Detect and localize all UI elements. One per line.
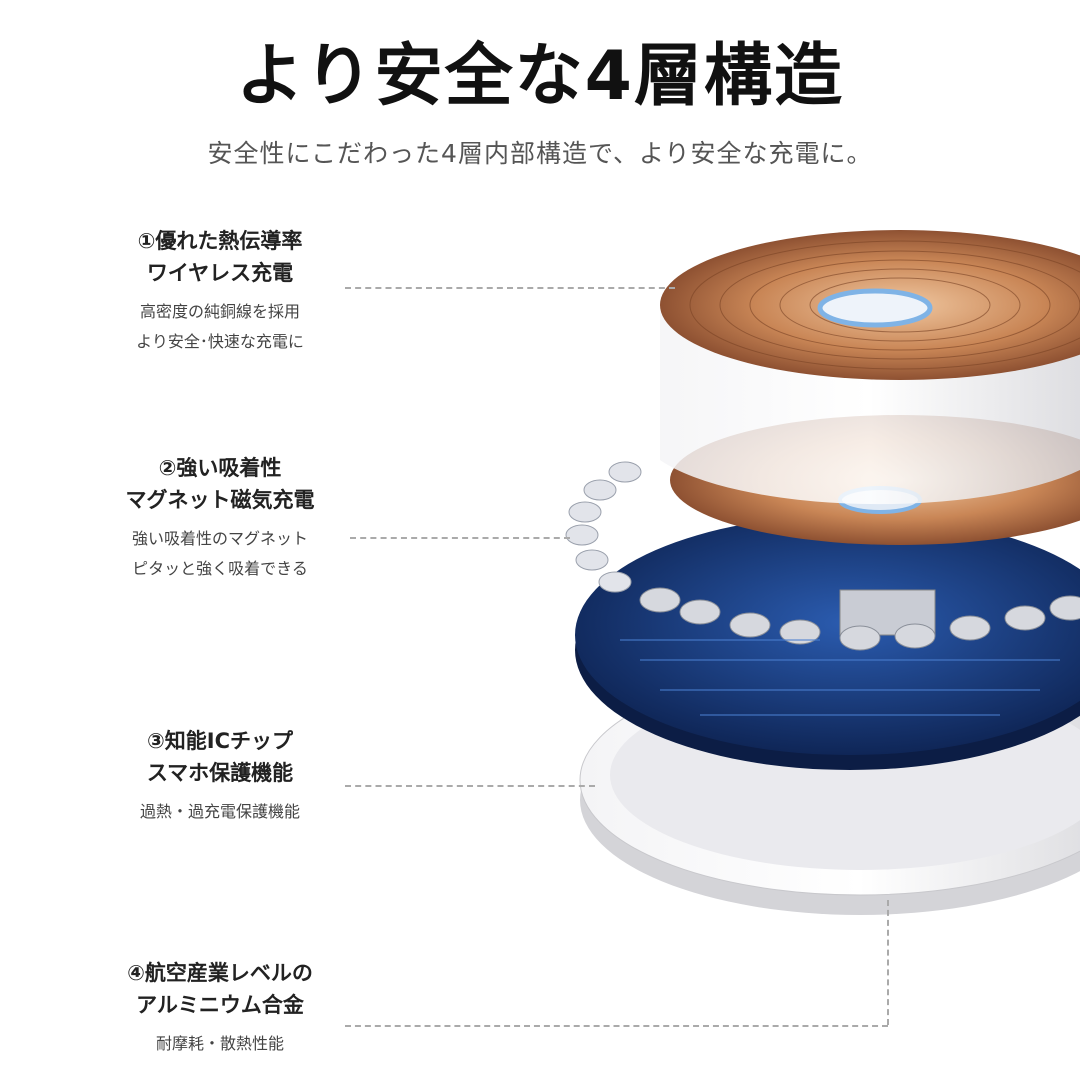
- feature-4: ④航空産業レベルの アルミニウム合金 耐摩耗・散熱性能: [80, 957, 360, 1059]
- feature-4-desc: 耐摩耗・散熱性能: [80, 1029, 360, 1059]
- feature-3-heading-2: スマホ保護機能: [146, 761, 294, 785]
- feature-3-heading: ③知能ICチップ: [146, 729, 293, 753]
- feature-2-desc-line: 強い吸着性のマグネット: [131, 529, 308, 548]
- feature-4-heading-2: アルミニウム合金: [136, 993, 304, 1017]
- feature-4-desc-line: 耐摩耗・散熱性能: [155, 1034, 284, 1053]
- leader-line-3: [345, 785, 595, 787]
- magnet-ring-layer: [565, 461, 642, 593]
- feature-1-desc-line: より安全･快速な充電に: [136, 332, 304, 351]
- leader-line-2: [350, 537, 570, 539]
- feature-2: ②強い吸着性 マグネット磁気充電 強い吸着性のマグネット ピタッと強く吸着できる: [80, 452, 360, 584]
- feature-3-desc-line: 過熱・過充電保護機能: [139, 802, 300, 821]
- feature-1-desc-line: 高密度の純銅線を採用: [139, 302, 300, 321]
- feature-2-desc: 強い吸着性のマグネット ピタッと強く吸着できる: [80, 524, 360, 584]
- feature-2-desc-line: ピタッと強く吸着できる: [132, 559, 308, 578]
- feature-3-desc: 過熱・過充電保護機能: [80, 797, 360, 827]
- feature-4-heading: ④航空産業レベルの: [127, 961, 313, 985]
- feature-1-heading-2: ワイヤレス充電: [146, 261, 294, 285]
- feature-2-heading-2: マグネット磁気充電: [125, 488, 315, 512]
- page-subtitle: 安全性にこだわった4層内部構造で、より安全な充電に。: [207, 139, 873, 168]
- copper-coil-layer: [660, 230, 1080, 380]
- leader-line-4-vertical: [887, 900, 889, 1025]
- feature-3: ③知能ICチップ スマホ保護機能 過熱・過充電保護機能: [80, 725, 360, 827]
- leader-line-1: [345, 287, 675, 289]
- feature-1-heading: ①優れた熱伝導率: [137, 229, 303, 253]
- feature-1-desc: 高密度の純銅線を採用 より安全･快速な充電に: [80, 297, 360, 357]
- feature-2-heading: ②強い吸着性: [158, 456, 282, 480]
- ic-chip-pcb-layer: [575, 515, 1080, 770]
- page-title: より安全な4層構造: [236, 37, 844, 116]
- leader-line-4: [345, 1025, 888, 1027]
- feature-1: ①優れた熱伝導率 ワイヤレス充電 高密度の純銅線を採用 より安全･快速な充電に: [80, 225, 360, 357]
